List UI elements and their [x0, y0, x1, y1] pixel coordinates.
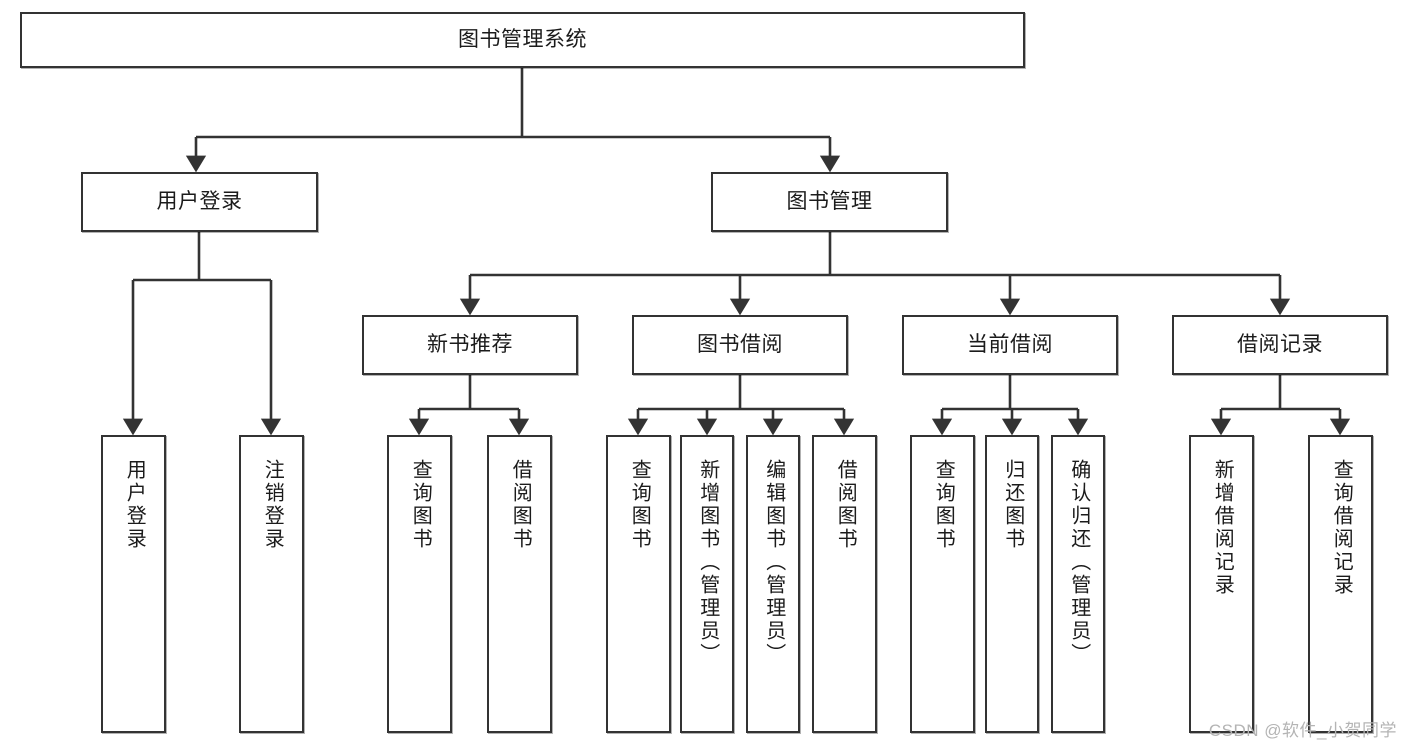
- node-book-borrow[interactable]: 图书借阅: [632, 315, 848, 375]
- node-leaf-label: 确认归还（管理员）: [1067, 459, 1090, 666]
- node-borrow-record[interactable]: 借阅记录: [1172, 315, 1388, 375]
- node-leaf[interactable]: 查询图书: [387, 435, 452, 733]
- node-leaf[interactable]: 归还图书: [985, 435, 1039, 733]
- node-leaf-label: 新增借阅记录: [1211, 459, 1234, 597]
- node-user-login-label: 用户登录: [156, 189, 243, 213]
- node-book-management-label: 图书管理: [786, 189, 873, 213]
- node-leaf-label: 查询借阅记录: [1330, 459, 1353, 597]
- node-leaf[interactable]: 借阅图书: [812, 435, 877, 733]
- node-leaf-label: 查询图书: [409, 459, 432, 551]
- csdn-watermark: CSDN @软件_小贺同学: [1208, 721, 1397, 740]
- node-leaf-label: 用户登录: [123, 459, 146, 551]
- node-new-book-recommend[interactable]: 新书推荐: [362, 315, 578, 375]
- node-leaf[interactable]: 编辑图书（管理员）: [746, 435, 800, 733]
- node-current-borrow-label: 当前借阅: [967, 332, 1053, 356]
- node-borrow-record-label: 借阅记录: [1237, 332, 1323, 356]
- node-user-login[interactable]: 用户登录: [81, 172, 318, 232]
- node-root-system[interactable]: 图书管理系统: [20, 12, 1025, 68]
- node-leaf-label: 归还图书: [1001, 459, 1024, 551]
- node-leaf-label: 查询图书: [628, 459, 651, 551]
- node-leaf[interactable]: 用户登录: [101, 435, 166, 733]
- node-leaf[interactable]: 查询图书: [910, 435, 975, 733]
- node-leaf-label: 借阅图书: [834, 459, 857, 551]
- node-leaf[interactable]: 查询借阅记录: [1308, 435, 1373, 733]
- node-leaf-label: 借阅图书: [509, 459, 532, 551]
- node-leaf-label: 编辑图书（管理员）: [762, 459, 785, 666]
- node-leaf-label: 查询图书: [932, 459, 955, 551]
- node-leaf[interactable]: 新增借阅记录: [1189, 435, 1254, 733]
- node-current-borrow[interactable]: 当前借阅: [902, 315, 1118, 375]
- node-book-management[interactable]: 图书管理: [711, 172, 948, 232]
- node-book-borrow-label: 图书借阅: [697, 332, 783, 356]
- node-leaf[interactable]: 注销登录: [239, 435, 304, 733]
- node-leaf[interactable]: 确认归还（管理员）: [1051, 435, 1105, 733]
- node-leaf-label: 新增图书（管理员）: [696, 459, 719, 666]
- node-leaf[interactable]: 新增图书（管理员）: [680, 435, 734, 733]
- node-leaf[interactable]: 查询图书: [606, 435, 671, 733]
- node-root-label: 图书管理系统: [458, 27, 587, 51]
- node-leaf[interactable]: 借阅图书: [487, 435, 552, 733]
- node-leaf-label: 注销登录: [261, 459, 284, 551]
- node-new-book-recommend-label: 新书推荐: [427, 332, 513, 356]
